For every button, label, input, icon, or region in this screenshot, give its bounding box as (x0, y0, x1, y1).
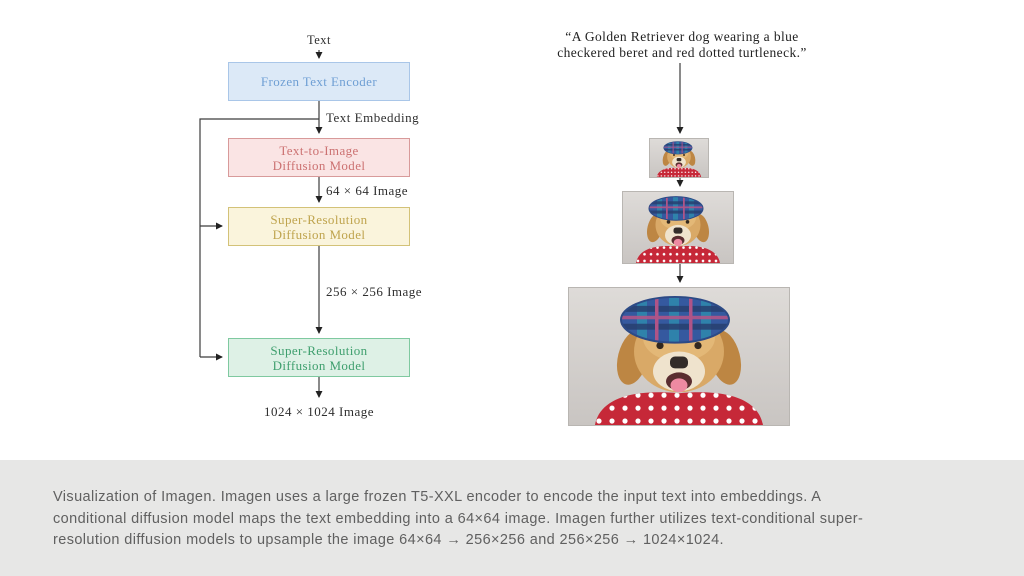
box-label: Diffusion Model (272, 226, 366, 242)
sample-image-1024x1024 (569, 288, 789, 425)
sample-image-64x64 (650, 139, 708, 177)
prompt-line: checkered beret and red dotted turtlenec… (557, 44, 807, 60)
image-1024-label: 1024 × 1024 Image (263, 404, 375, 419)
box-label: Super-Resolution (270, 211, 368, 227)
frozen-text-encoder-box: Frozen Text Encoder (228, 62, 410, 101)
prompt-text: “A Golden Retriever dog wearing a blue c… (521, 29, 843, 60)
figure-caption-bar: Visualization of Imagen. Imagen uses a l… (0, 460, 1024, 576)
caption-line: Visualization of Imagen. Imagen uses a l… (53, 489, 822, 505)
box-label: Diffusion Model (272, 357, 366, 373)
box-label: Super-Resolution (270, 342, 368, 358)
image-256-label: 256 × 256 Image (326, 284, 423, 299)
super-resolution-box-1: Super-Resolution Diffusion Model (228, 207, 410, 246)
box-label: Frozen Text Encoder (260, 74, 378, 89)
image-64-label: 64 × 64 Image (326, 183, 409, 198)
super-resolution-box-2: Super-Resolution Diffusion Model (228, 338, 410, 377)
sample-image-256x256 (623, 192, 733, 263)
caption-line: conditional diffusion model maps the tex… (53, 510, 864, 527)
box-label: Text-to-Image (279, 142, 359, 158)
caption-line: resolution diffusion models to upsample … (53, 532, 724, 548)
input-text-label: Text (306, 33, 332, 47)
text-to-image-diffusion-box: Text-to-Image Diffusion Model (228, 138, 410, 177)
text-embedding-label: Text Embedding (326, 110, 420, 125)
prompt-line: “A Golden Retriever dog wearing a blue (565, 29, 799, 44)
flow-arrows (199, 50, 684, 398)
box-label: Diffusion Model (272, 157, 366, 173)
